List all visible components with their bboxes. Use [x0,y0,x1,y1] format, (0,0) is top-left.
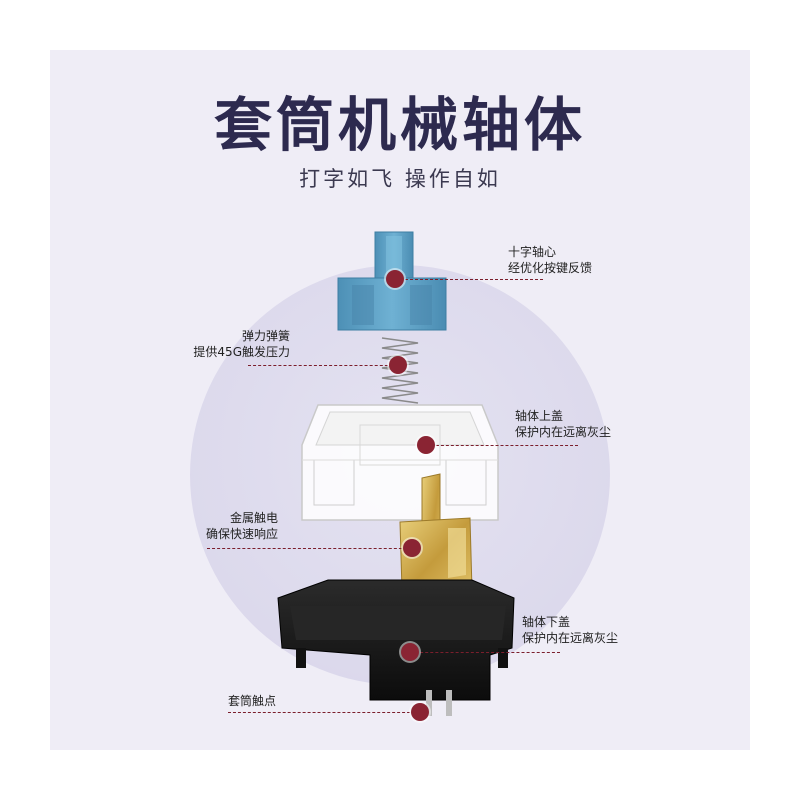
callout-spring-label: 弹力弹簧 提供45G触发压力 [193,329,290,359]
callout-bottom-housing-marker [401,643,419,661]
callout-socket-leader [228,712,420,713]
callout-contact-leader [207,548,412,549]
page-title: 套筒机械轴体 [213,91,586,159]
callout-socket-marker [411,703,429,721]
page-subtitle: 打字如飞 操作自如 [299,167,501,191]
callout-top-housing-marker [417,436,435,454]
callout-socket-label: 套筒触点 [228,694,277,708]
callout-spring-leader [248,365,398,366]
callout-contact-marker [403,539,421,557]
callout-top-housing-leader [426,445,578,446]
callout-stem-marker [386,270,404,288]
callout-top-housing-label: 轴体上盖 保护内在远离灰尘 [515,409,612,439]
callout-stem-leader [395,279,543,280]
callout-contact-label: 金属触电 确保快速响应 [205,511,278,541]
callout-bottom-housing-leader [410,652,560,653]
top-housing-part [301,404,499,521]
bottom-housing-part [277,579,515,716]
callout-spring-marker [389,356,407,374]
callout-bottom-housing-label: 轴体下盖 保护内在远离灰尘 [522,615,619,645]
callout-stem-label: 十字轴心 经优化按键反馈 [508,245,593,275]
metal-contact-part [399,473,473,609]
